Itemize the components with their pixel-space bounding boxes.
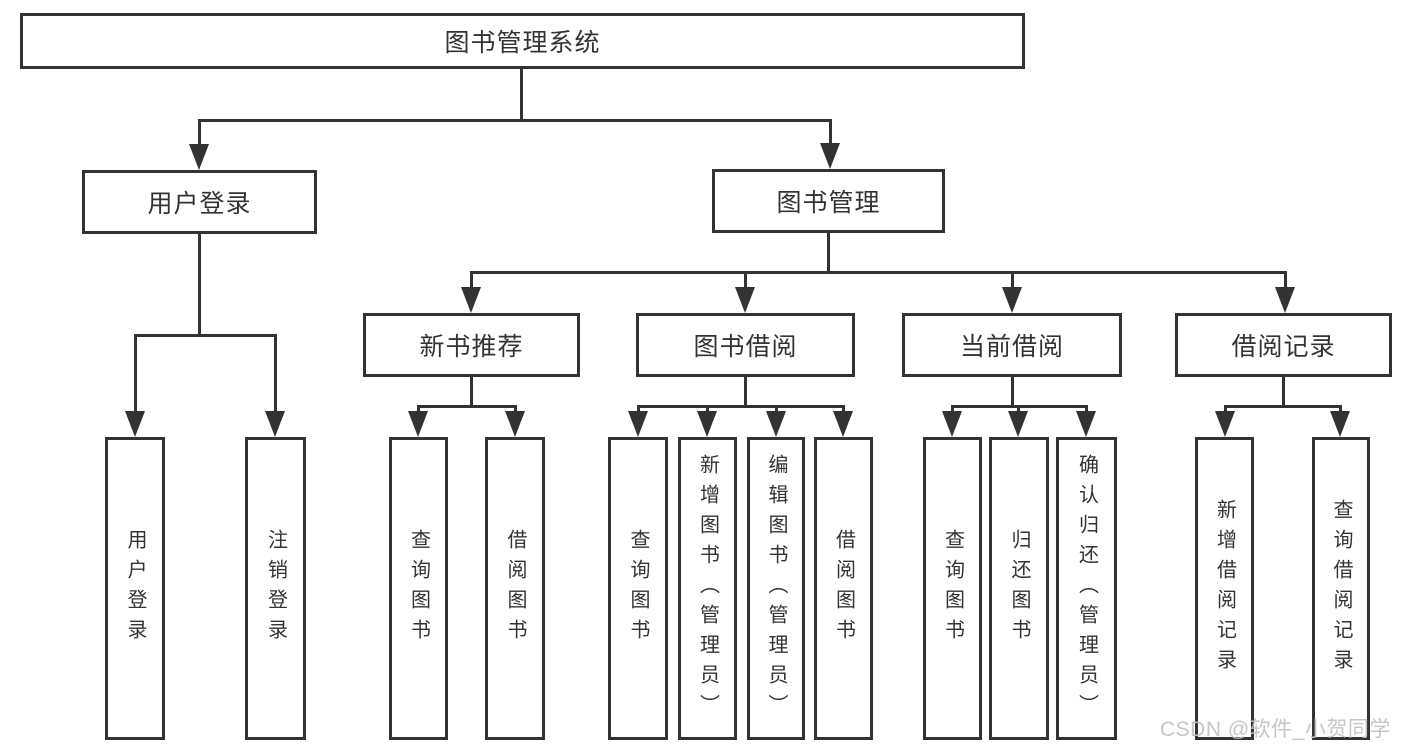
arrow-down-icon: [942, 411, 962, 437]
node-borrow-record: 借阅记录: [1175, 313, 1392, 377]
leaf-borrow-book-recommend: 借阅图书: [485, 437, 545, 740]
node-label: 用户登录: [124, 528, 146, 649]
connector-line: [1284, 271, 1287, 290]
connector-line: [1339, 405, 1342, 415]
node-current-borrow: 当前借阅: [902, 313, 1122, 377]
arrow-down-icon: [189, 144, 209, 170]
leaf-query-borrow-record: 查询借阅记录: [1312, 437, 1370, 740]
arrow-down-icon: [735, 287, 755, 313]
csdn-watermark: CSDN @软件_小贺同学: [1160, 718, 1391, 741]
connector-line: [829, 119, 832, 147]
node-label: 当前借阅: [959, 333, 1064, 361]
arrow-down-icon: [628, 411, 648, 437]
node-label: 借阅图书: [832, 528, 855, 649]
leaf-add-book-admin: 新增图书（管理员）: [678, 437, 737, 740]
arrow-down-icon: [820, 143, 840, 169]
connector-line: [1017, 405, 1020, 415]
connector-line: [198, 234, 201, 337]
connector-line: [775, 405, 778, 415]
node-book-management: 图书管理: [712, 169, 945, 233]
arrow-down-icon: [1330, 411, 1350, 437]
leaf-confirm-return-admin: 确认归还（管理员）: [1056, 437, 1117, 740]
connector-line: [470, 271, 473, 290]
connector-line: [520, 69, 523, 122]
connector-line: [744, 377, 747, 408]
node-user-login: 用户登录: [82, 170, 317, 234]
connector-line: [198, 119, 201, 147]
leaf-query-book-current: 查询图书: [923, 437, 982, 740]
connector-line: [514, 405, 517, 415]
arrow-down-icon: [461, 287, 481, 313]
node-label: 新增借阅记录: [1213, 498, 1236, 679]
connector-line: [417, 405, 517, 408]
leaf-logout: 注销登录: [245, 437, 306, 740]
node-label: 查询图书: [627, 528, 649, 649]
connector-line: [1011, 377, 1014, 408]
node-label: 新书推荐: [419, 333, 524, 361]
connector-line: [417, 405, 420, 415]
connector-line: [198, 119, 831, 122]
leaf-borrow-book: 借阅图书: [814, 437, 873, 740]
node-label: 图书管理系统: [444, 29, 601, 57]
node-label: 确认归还（管理员）: [1075, 453, 1098, 724]
connector-line: [827, 233, 830, 274]
node-label: 查询图书: [941, 528, 964, 649]
connector-line: [470, 377, 473, 408]
connector-line: [1224, 405, 1227, 415]
node-label: 借阅记录: [1231, 333, 1336, 361]
leaf-return-book: 归还图书: [989, 437, 1049, 740]
connector-line: [637, 405, 640, 415]
node-label: 图书管理: [776, 189, 881, 217]
leaf-edit-book-admin: 编辑图书（管理员）: [747, 437, 805, 740]
arrow-down-icon: [833, 411, 853, 437]
arrow-down-icon: [1275, 287, 1295, 313]
node-label: 归还图书: [1008, 528, 1030, 649]
node-label: 借阅图书: [504, 528, 526, 649]
arrow-down-icon: [505, 411, 525, 437]
connector-line: [706, 405, 709, 415]
arrow-down-icon: [1002, 287, 1022, 313]
connector-line: [1085, 405, 1088, 415]
node-label: 查询借阅记录: [1330, 498, 1352, 679]
connector-line: [951, 405, 954, 415]
node-label: 用户登录: [147, 190, 252, 218]
arrow-down-icon: [265, 411, 285, 437]
leaf-add-borrow-record: 新增借阅记录: [1195, 437, 1254, 740]
connector-line: [1282, 377, 1285, 408]
node-label: 图书借阅: [693, 333, 798, 361]
leaf-query-book-recommend: 查询图书: [389, 437, 448, 740]
arrow-down-icon: [1215, 411, 1235, 437]
arrow-down-icon: [125, 411, 145, 437]
connector-line: [744, 271, 747, 290]
connector-line: [842, 405, 845, 415]
node-label: 查询图书: [407, 528, 430, 649]
connector-line: [1011, 271, 1014, 290]
connector-line: [134, 334, 137, 414]
node-label: 新增图书（管理员）: [696, 453, 719, 724]
arrow-down-icon: [766, 411, 786, 437]
arrow-down-icon: [1076, 411, 1096, 437]
node-label: 编辑图书（管理员）: [765, 453, 787, 724]
node-new-book-recommend: 新书推荐: [363, 313, 580, 377]
node-book-borrow: 图书借阅: [636, 313, 855, 377]
arrow-down-icon: [1008, 411, 1028, 437]
leaf-query-book-borrow: 查询图书: [608, 437, 668, 740]
arrow-down-icon: [408, 411, 428, 437]
connector-line: [274, 334, 277, 414]
node-label: 注销登录: [264, 528, 287, 649]
connector-line: [470, 271, 1286, 274]
arrow-down-icon: [697, 411, 717, 437]
connector-line: [134, 334, 276, 337]
leaf-user-login: 用户登录: [105, 437, 165, 740]
connector-line: [637, 405, 845, 408]
connector-line: [1224, 405, 1342, 408]
node-root: 图书管理系统: [20, 13, 1025, 69]
